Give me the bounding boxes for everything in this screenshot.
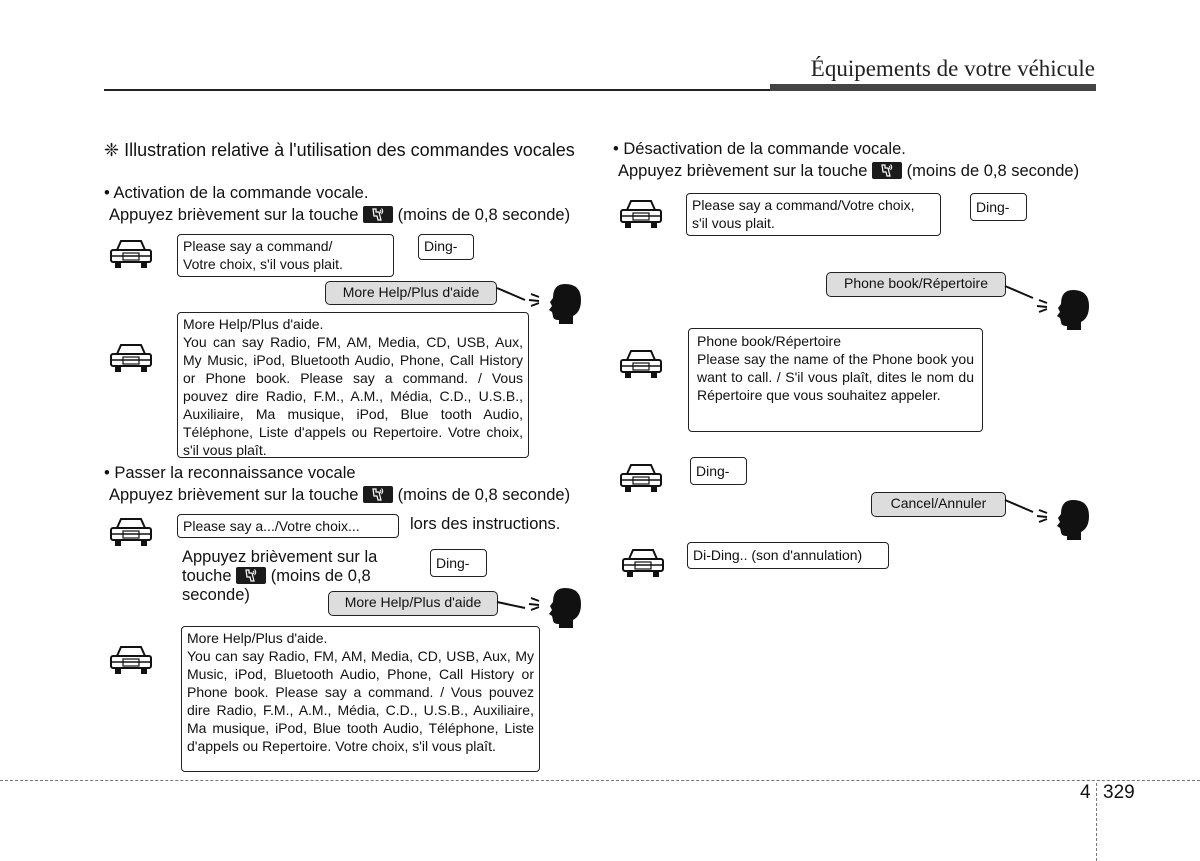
bubble-body: You can say Radio, FM, AM, Media, CD, US… bbox=[187, 648, 534, 754]
help-response-bubble: More Help/Plus d'aide. You can say Radio… bbox=[181, 626, 540, 772]
instruction-text: touche bbox=[182, 567, 232, 585]
instruction-line: seconde) bbox=[182, 586, 250, 604]
intro-text: ❈ Illustration relative à l'utilisation … bbox=[104, 140, 575, 160]
bubble-line: s'il vous plait. bbox=[692, 215, 775, 231]
ding-bubble: Ding- bbox=[690, 457, 747, 485]
car-icon bbox=[618, 462, 664, 494]
skip-instruction: Appuyez brièvement sur la touche (moins … bbox=[109, 485, 570, 505]
chapter-number: 4 bbox=[1080, 782, 1091, 803]
activation-heading: • Activation de la commande vocale. bbox=[104, 184, 369, 202]
phonebook-response-bubble: Phone book/Répertoire Please say the nam… bbox=[688, 328, 983, 432]
car-icon bbox=[618, 198, 664, 230]
deactivation-instruction: Appuyez brièvement sur la touche (moins … bbox=[618, 161, 1079, 181]
voice-key-icon bbox=[872, 162, 903, 179]
instruction-text: Appuyez brièvement sur la touche bbox=[618, 162, 868, 180]
car-icon bbox=[108, 342, 154, 374]
voice-key-icon bbox=[363, 486, 394, 503]
user-command-bubble: More Help/Plus d'aide bbox=[328, 591, 498, 616]
skip-instruction-2: Appuyez brièvement sur la touche (moins … bbox=[182, 548, 377, 605]
car-icon bbox=[108, 644, 154, 676]
bubble-line: Please say a command/ bbox=[183, 238, 333, 254]
footer-divider-vertical bbox=[1096, 783, 1097, 861]
instruction-line: Appuyez brièvement sur la bbox=[182, 548, 378, 566]
instruction-line: touche (moins de 0,8 bbox=[182, 567, 377, 586]
ding-bubble: Ding- bbox=[418, 234, 474, 260]
header-rule-thick bbox=[770, 84, 1096, 91]
speaking-head-icon bbox=[495, 582, 585, 630]
ding-bubble: Ding- bbox=[970, 193, 1027, 221]
instruction-text: Appuyez brièvement sur la touche bbox=[109, 486, 359, 504]
voice-key-icon bbox=[363, 206, 394, 223]
bubble-title: More Help/Plus d'aide. bbox=[183, 316, 324, 332]
page-header-title: Équipements de votre véhicule bbox=[810, 56, 1095, 81]
car-icon bbox=[618, 348, 664, 380]
during-instructions-text: lors des instructions. bbox=[410, 515, 561, 533]
car-speech-bubble: Please say a command/ Votre choix, s'il … bbox=[177, 234, 394, 277]
car-icon bbox=[620, 547, 666, 579]
bubble-line: Votre choix, s'il vous plait. bbox=[183, 256, 343, 272]
user-command-bubble: Phone book/Répertoire bbox=[826, 272, 1006, 297]
user-command-bubble: Cancel/Annuler bbox=[871, 492, 1006, 517]
bubble-body: Please say the name of the Phone book yo… bbox=[697, 351, 974, 403]
bubble-title: Phone book/Répertoire bbox=[697, 333, 841, 349]
skip-heading: • Passer la reconnaissance vocale bbox=[104, 464, 356, 482]
car-icon bbox=[108, 238, 154, 270]
footer-divider bbox=[0, 780, 1200, 781]
speaking-head-icon bbox=[495, 278, 585, 326]
activation-instruction: Appuyez brièvement sur la touche (moins … bbox=[109, 205, 570, 225]
car-speech-bubble: Please say a command/Votre choix, s'il v… bbox=[686, 193, 941, 236]
ding-bubble: Ding- bbox=[430, 549, 487, 577]
voice-key-icon bbox=[236, 567, 267, 584]
user-command-bubble: More Help/Plus d'aide bbox=[325, 281, 497, 305]
speaking-head-icon bbox=[1003, 284, 1093, 332]
instruction-text: (moins de 0,8 bbox=[270, 567, 371, 585]
car-speech-bubble: Please say a.../Votre choix... bbox=[177, 514, 399, 538]
instruction-text: Appuyez brièvement sur la touche bbox=[109, 206, 359, 224]
page-number: 329 bbox=[1103, 782, 1135, 803]
help-response-bubble: More Help/Plus d'aide. You can say Radio… bbox=[177, 312, 529, 458]
instruction-text: (moins de 0,8 seconde) bbox=[906, 162, 1080, 180]
bubble-title: More Help/Plus d'aide. bbox=[187, 630, 328, 646]
car-icon bbox=[108, 516, 154, 548]
instruction-text: (moins de 0,8 seconde) bbox=[397, 206, 571, 224]
cancel-sound-bubble: Di-Ding.. (son d'annulation) bbox=[687, 542, 889, 569]
bubble-line: Please say a command/Votre choix, bbox=[692, 197, 915, 213]
instruction-text: (moins de 0,8 seconde) bbox=[397, 486, 571, 504]
bubble-body: You can say Radio, FM, AM, Media, CD, US… bbox=[183, 334, 523, 458]
header-rule bbox=[104, 89, 770, 91]
deactivation-heading: • Désactivation de la commande vocale. bbox=[613, 140, 906, 158]
speaking-head-icon bbox=[1003, 494, 1093, 542]
